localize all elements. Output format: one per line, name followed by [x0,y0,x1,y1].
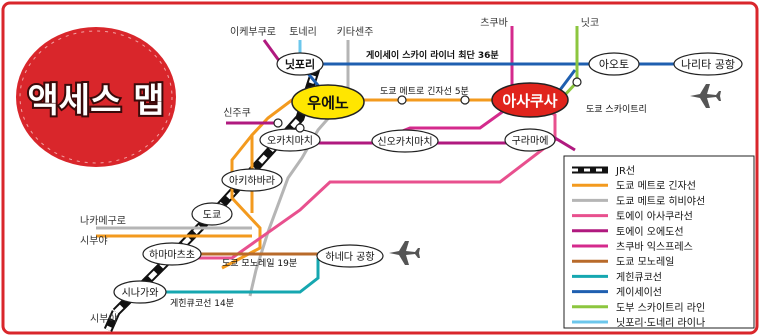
label-keisei-note: 게이세이 스카이 라이너 최단 36분 [366,49,499,61]
legend-item: 토에이 아사쿠라선 [572,211,693,223]
label-tsukuba: 츠쿠바 [480,17,508,29]
station-haneda-label: 하네다 공항 [325,250,374,263]
label-skytree-note: 도쿄 스카이트리 [586,104,647,115]
transfer-dot [397,95,407,105]
legend-label: 게힌큐코선 [616,271,662,283]
legend-label: 도쿄 메트로 긴자선 [616,180,696,192]
legend-label: 토에이 아사쿠라선 [616,211,693,223]
ginza-line [250,98,530,213]
legend-item: 닛포리·도네리 라이나 [572,317,705,329]
station-asakusa[interactable]: 아사쿠사 [491,82,569,118]
label-ikebukuro: 이케부쿠로 [230,26,276,38]
legend-label: 도쿄 모노레일 [616,256,674,268]
transfer-dot [460,95,470,105]
legend-item: 도쿄 메트로 긴자선 [572,180,696,192]
transfer-dot [273,118,283,128]
label-keikyu-note: 게힌큐코선 14분 [170,297,234,309]
legend-item: 도쿄 모노레일 [572,256,674,268]
station-ueno[interactable]: 우에노 [291,84,365,120]
station-okachimachi-label: 오카치마치 [267,135,313,147]
station-hamamatsucho[interactable]: 하마마츠초 [142,242,202,266]
station-kuramae-label: 구라마에 [512,135,549,147]
label-ginza-note: 도쿄 메트로 긴자선 5분 [380,86,469,97]
label-shinjuku: 신주쿠 [223,107,251,119]
legend-item: 도부 스카이트리 라인 [572,302,705,314]
airplane-icon [690,84,721,108]
label-nikko: 닛코 [581,17,599,29]
transfer-dot [295,123,305,133]
transfer-dot [572,77,582,87]
label-monorail-note: 도쿄 모노레일 19분 [222,258,297,269]
station-aoto[interactable]: 아오토 [588,52,640,76]
legend-label: 토에이 오에도선 [616,226,684,238]
legend-item: 게힌큐코선 [572,271,662,283]
map-title: 액세스 맵 [28,81,165,121]
legend-label: 게이세이선 [616,287,662,299]
station-tokyo-label: 도쿄 [203,210,221,221]
label-kitasenju: 키타센주 [337,26,374,38]
station-kuramae[interactable]: 구라마에 [504,128,556,152]
station-shin-okachimachi[interactable]: 신오카치마치 [371,129,439,153]
station-narita[interactable]: 나리타 공항 [673,52,743,76]
label-toneri: 토네리 [289,26,317,38]
station-aoto-label: 아오토 [599,58,629,71]
station-shin-okachimachi-label: 신오카치마치 [377,136,432,148]
station-shinagawa-label: 시나가와 [122,287,159,299]
asakusa-line [150,98,557,260]
legend-item: 도쿄 메트로 히비야선 [572,195,705,207]
station-shinagawa[interactable]: 시나가와 [113,280,167,304]
station-hamamatsucho-label: 하마마츠초 [149,248,195,261]
station-akihabara-label: 아키하바라 [229,174,275,187]
legend-item: 토에이 오에도선 [572,226,684,238]
legend-item: JR선 [572,165,635,177]
legend-label: 츠쿠바 익스프레스 [616,241,693,253]
station-akihabara[interactable]: 아키하바라 [221,168,283,192]
legend-item: 게이세이선 [572,287,662,299]
keikyu-line [140,258,320,294]
station-narita-label: 나리타 공항 [681,58,735,71]
station-tokyo[interactable]: 도쿄 [191,202,233,226]
station-ueno-label: 우에노 [307,94,349,112]
label-nakameguro: 나카메구로 [80,215,126,227]
airplane-icon [389,241,420,265]
ginza-line-south [221,134,262,270]
legend-label: 도부 스카이트리 라인 [616,302,705,314]
legend-item: 츠쿠바 익스프레스 [572,241,693,253]
station-haneda[interactable]: 하네다 공항 [316,244,384,268]
label-shibuya-2: 시부야 [90,313,118,325]
label-shibuya-1: 시부야 [80,235,108,247]
station-okachimachi[interactable]: 오카치마치 [259,128,321,152]
legend-label: 도쿄 메트로 히비야선 [616,195,705,207]
ikebukuro-feeder [262,39,282,63]
station-nippori[interactable]: 닛포리 [276,52,324,76]
station-asakusa-label: 아사쿠사 [502,92,557,110]
title-badge: 액세스 맵 [16,27,176,167]
legend-label: 닛포리·도네리 라이나 [616,317,705,329]
legend-label: JR선 [615,165,635,177]
station-nippori-label: 닛포리 [285,57,315,71]
